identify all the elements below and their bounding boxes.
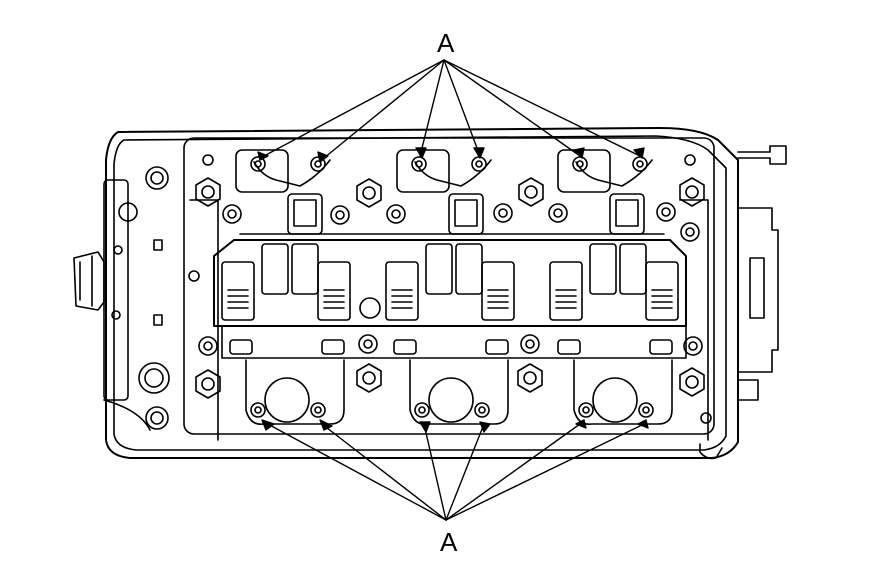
upper-rocker-arms xyxy=(235,149,653,235)
top-leader-lines xyxy=(257,59,645,163)
bottom-leader-lines xyxy=(261,419,649,521)
cam-cap-bolts xyxy=(198,202,703,356)
valve-train xyxy=(221,243,679,321)
perimeter-bolts xyxy=(118,154,712,430)
callout-label-top: A xyxy=(437,28,455,58)
head-bolts-lower xyxy=(195,363,705,399)
callout-label-bottom: A xyxy=(440,527,458,557)
lower-rocker-arms xyxy=(245,359,673,426)
lower-rocker-bar xyxy=(221,325,687,359)
left-end-plate xyxy=(73,179,170,431)
right-end-fittings xyxy=(699,145,787,460)
head-bolts-upper xyxy=(195,177,705,208)
